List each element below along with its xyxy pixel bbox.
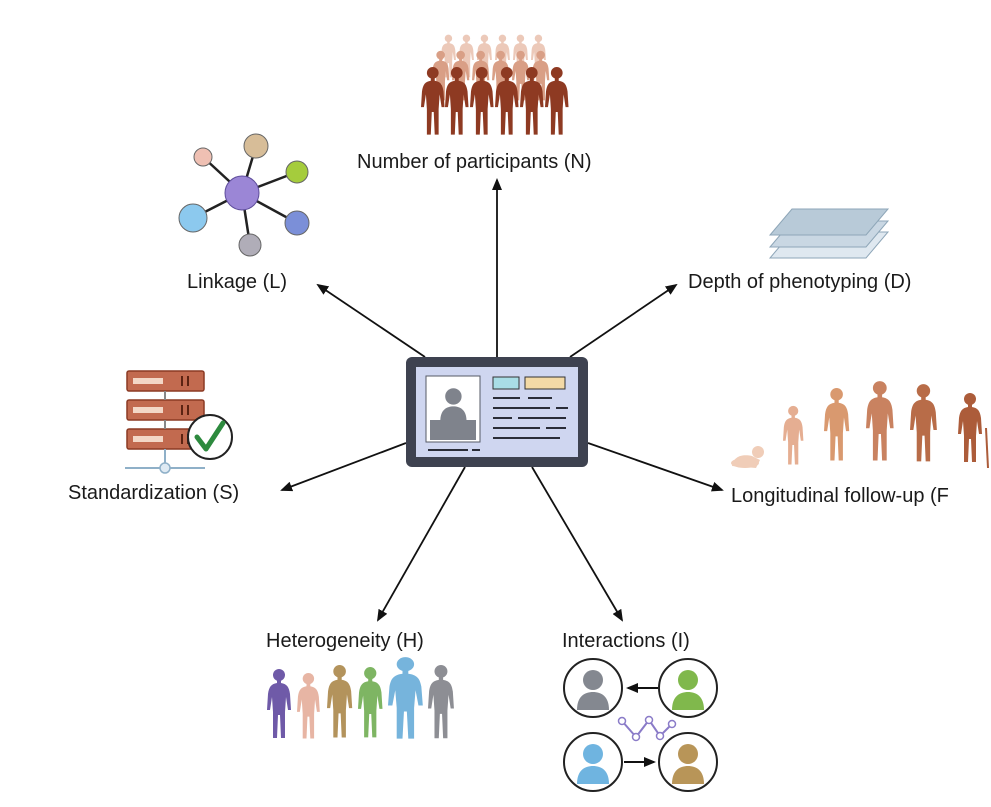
arrow-to-depth [569,283,678,358]
crowd-icon [421,34,569,135]
arrows [280,178,724,622]
label-interactions: Interactions (I) [562,630,690,652]
network-nodes-icon [178,133,310,257]
label-depth-of-phenotyping: Depth of phenotyping (D) [688,271,912,293]
lifespan-icon [731,381,989,469]
label-longitudinal-follow-up: Longitudinal follow-up (F [731,485,949,507]
id-card-monitor-icon [406,357,588,467]
label-standardization: Standardization (S) [68,482,240,504]
label-linkage: Linkage (L) [187,271,288,293]
label-heterogeneity: Heterogeneity (H) [266,630,424,652]
arrow-to-linkage [316,283,426,358]
person-interaction-icon [563,658,718,792]
arrow-to-longitudinal [587,442,724,492]
arrow-to-heterogeneity [377,466,466,622]
label-number-of-participants: Number of participants (N) [357,151,592,173]
arrow-to-standardization [280,442,407,492]
layers-icon [768,208,890,259]
diverse-people-icon [267,657,454,739]
arrow-to-interactions [531,466,624,622]
server-check-icon [125,370,233,474]
